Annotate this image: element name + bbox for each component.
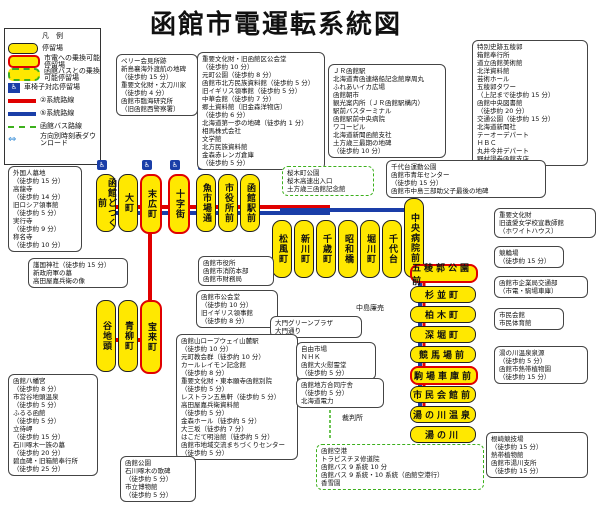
info-box-gaijin: 外国人墓地（徒歩約 15 分）高龍寺（徒歩約 14 分）旧ロシア領事館（徒歩約 … [8, 166, 82, 252]
info-box-motomachi: 重要文化財・旧函館区公会堂（徒歩約 10 分）元町公園（徒歩約 8 分）函館市北… [197, 52, 325, 170]
stop-suginami[interactable]: 杉並町 [410, 286, 476, 303]
stop-goryokaku-koen[interactable]: 五稜郭公園前 [410, 264, 478, 287]
stop-shiyakusho[interactable]: 市役所前 [218, 174, 238, 232]
legend-label: 函館バスとの乗換可能停留場 [44, 66, 100, 82]
legend-line5-icon [8, 111, 36, 116]
info-box-kotsubu: 函館市企業局交通部（市電・駒場車庫） [494, 276, 588, 298]
legend-row-line5: ⑤系統路線 [5, 107, 100, 120]
info-box-shimin: 市民会館市民体育館 [494, 308, 564, 330]
label-saibansho: 裁判所 [342, 414, 363, 422]
wheelchair-icon: ♿ [142, 160, 152, 170]
stop-showabashi[interactable]: 昭和橋 [338, 220, 358, 278]
stop-kashiwagi[interactable]: 柏木町 [410, 306, 476, 323]
legend-label: 車椅子対応停留場 [24, 83, 80, 91]
map-title: 函館市電運転系統図 [150, 10, 403, 40]
info-box-jr: ＪＲ函館駅北海道青函連絡船記念館摩周丸ふれあいイカ広場函館朝市観光案内所（ＪＲ函… [328, 64, 446, 158]
legend-green-stop-icon [8, 68, 40, 81]
legend-row-line2: ②系統路線 [5, 94, 100, 107]
info-box-negaki: 根崎競技場（徒歩約 15 分）熱帯植物館函館市湯川支所（徒歩約 15 分） [486, 432, 588, 478]
legend-label: 停留場 [42, 44, 63, 52]
legend-header: 凡 例 [42, 32, 63, 40]
info-box-gokoku: 護国神社（徒歩約 15 分）新政府軍の墓高田屋嘉兵衛の像 [28, 258, 128, 288]
stop-yachigashira[interactable]: 谷地頭 [96, 300, 116, 372]
info-box-perry: ペリー会見所跡新島襄海外渡航の地碑（徒歩約 15 分）重要文化財・太刀川家（徒歩… [116, 54, 198, 116]
legend-row-stop: 停留場 [5, 42, 100, 55]
stop-horikawa[interactable]: 堀川町 [360, 220, 380, 278]
info-box-godo: 函館地方合同庁舎（徒歩約 5 分）北海道電力 [296, 378, 384, 408]
info-box-koen: 函館公園石川啄木の歌碑（徒歩約 5 分）市立博物館（徒歩約 5 分） [120, 456, 196, 502]
stop-chitose[interactable]: 千歳町 [316, 220, 336, 278]
legend-red-stop-icon [8, 55, 40, 68]
legend-row-arrow[interactable]: ⇔ 方向別時刻表ダウンロード [5, 131, 100, 147]
stop-yunokawa-onsen[interactable]: 湯の川温泉 [410, 406, 476, 423]
info-box-airport: 函館空港トラピスチヌ修道院函館バス 9 系統 10 分函館バス 9 系統・10 … [316, 444, 484, 490]
info-box-daimon: 大門グリーンプラザ大門通り [270, 316, 362, 338]
info-box-goryokaku: 特別史跡五稜郭箱館奉行所道立函館美術館北洋資料館芸術ホール五稜郭タワー（上記まで… [472, 40, 588, 166]
stop-suehirocho[interactable]: 末広町 [140, 174, 162, 234]
legend-label: 方向別時刻表ダウンロード [40, 131, 96, 147]
stop-hakodate-ekimae[interactable]: 函館駅前 [240, 174, 260, 232]
legend-bus-icon [8, 125, 36, 128]
stop-shimin-kaikan[interactable]: 市民会館前 [410, 386, 476, 403]
stop-chiyogadai[interactable]: 千代台 [382, 220, 402, 278]
info-box-shiyakusho: 函館市役所函館市消防本部函館市財務局 [198, 256, 274, 286]
legend-label: ⑤系統路線 [40, 109, 75, 117]
stop-shinkawa[interactable]: 新川町 [294, 220, 314, 278]
info-box-hachimangu: 函館八幡宮（徒歩約 8 分）市営谷地頭温泉（徒歩約 5 分）ふるる函館（徒歩約 … [8, 374, 98, 476]
stop-omachi[interactable]: 大町 [118, 174, 138, 232]
wheelchair-icon: ♿ [8, 82, 20, 93]
legend-line2-icon [8, 98, 36, 103]
stop-yunokawa[interactable]: 湯の川 [410, 426, 476, 443]
info-box-keirin: 競輪場（徒歩約 15 分） [494, 246, 564, 268]
wheelchair-icon: ♿ [170, 160, 180, 170]
info-box-gensen: 湯の川温泉泉源（徒歩約 5 分）函館市熱帯植物園（徒歩約 15 分） [494, 346, 588, 384]
stop-keibajo[interactable]: 競馬場前 [410, 346, 476, 363]
info-box-sakuragi: 桜木町公園桜木高速出入口土方歳三函館記念館 [282, 166, 374, 196]
legend-row-red-stop: 市電への乗換可能停留場 [5, 53, 100, 69]
double-arrow-icon: ⇔ [8, 134, 17, 145]
info-box-chiyogadai: 千代台運動公園函館市青年センター（徒歩約 15 分）函館市中島三部助父子最後の地… [386, 160, 546, 198]
stop-aoyagi[interactable]: 青柳町 [118, 300, 138, 372]
legend-label: 市電への乗換可能停留場 [44, 53, 100, 69]
stop-uoichiba[interactable]: 魚市場通 [196, 174, 216, 232]
legend-stop-icon [8, 43, 38, 54]
legend-row-bus: 函館バス路線 [5, 120, 100, 133]
stop-jujigai[interactable]: 十字街 [168, 174, 190, 234]
legend-row-wheelchair: ♿ 車椅子対応停留場 [5, 81, 100, 94]
stop-matsukaze[interactable]: 松風町 [272, 220, 292, 278]
info-box-yosho: 函館市公会堂（徒歩約 10 分）旧イギリス領事館（徒歩約 8 分） [196, 290, 278, 328]
legend-label: ②系統路線 [40, 96, 75, 104]
stop-fukabori[interactable]: 深堀町 [410, 326, 476, 343]
info-box-ropeway: 函館山ロープウェイ山麓駅（徒歩約 10 分）元町教会群（徒歩約 10 分）カール… [176, 334, 298, 460]
legend-label: 函館バス路線 [40, 122, 82, 130]
legend-row-green-stop: 函館バスとの乗換可能停留場 [5, 66, 100, 82]
label-nakajima: 中島廉売 [356, 304, 384, 312]
stop-horaicho[interactable]: 宝来町 [140, 300, 162, 374]
stop-komaba[interactable]: 駒場車庫前 [410, 366, 478, 385]
legend: 凡 例 停留場 市電への乗換可能停留場 函館バスとの乗換可能停留場 ♿ 車椅子対応… [4, 28, 101, 165]
stop-hakodate-dock[interactable]: 函館どつく前 [96, 174, 116, 232]
info-box-whitehouse: 重要文化財旧遺愛女学校宣教師館（ホワイトハウス） [494, 208, 596, 238]
stop-chuo-byoin[interactable]: 中央病院前 [404, 198, 424, 278]
wheelchair-icon: ♿ [97, 160, 107, 170]
